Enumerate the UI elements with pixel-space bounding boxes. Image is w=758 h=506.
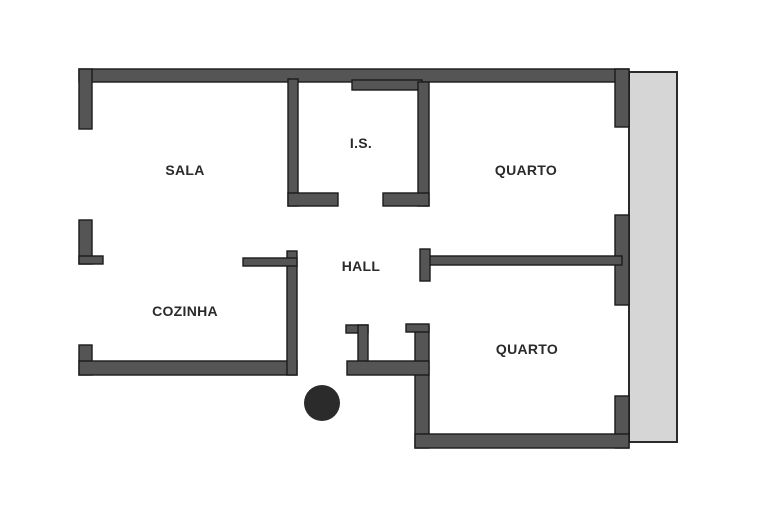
wall-bottom-cozinha — [78, 360, 298, 376]
wall-is-bottom-right — [382, 192, 430, 207]
wall-is-left — [287, 78, 299, 207]
label-quarto-bottom: QUARTO — [496, 341, 558, 357]
balcony — [628, 71, 678, 443]
wall-left-upper — [78, 68, 93, 130]
walls — [78, 68, 630, 449]
wall-is-top-ledge — [351, 79, 423, 91]
wall-between-quartos — [421, 255, 623, 266]
wall-is-bottom-left — [287, 192, 339, 207]
label-is: I.S. — [350, 135, 372, 151]
wall-quarto-bottom-left — [414, 325, 430, 449]
wall-right-top-pier — [614, 68, 630, 128]
wall-entrance-bottom — [346, 360, 430, 376]
wall-cozinha-right — [286, 250, 298, 376]
wall-is-right — [417, 81, 430, 207]
entrance-dot-icon — [304, 385, 340, 421]
label-hall: HALL — [342, 258, 381, 274]
wall-quarto-bottom-stub — [405, 323, 430, 333]
wall-quarto-bottom-floor — [414, 433, 630, 449]
label-cozinha: COZINHA — [152, 303, 218, 319]
wall-cozinha-top-stub — [242, 257, 298, 267]
wall-between-quartos-stub — [419, 248, 431, 282]
label-quarto-top: QUARTO — [495, 162, 557, 178]
wall-entrance-closet-side — [357, 324, 369, 364]
label-sala: SALA — [165, 162, 204, 178]
wall-left-middle-stub — [78, 255, 104, 265]
